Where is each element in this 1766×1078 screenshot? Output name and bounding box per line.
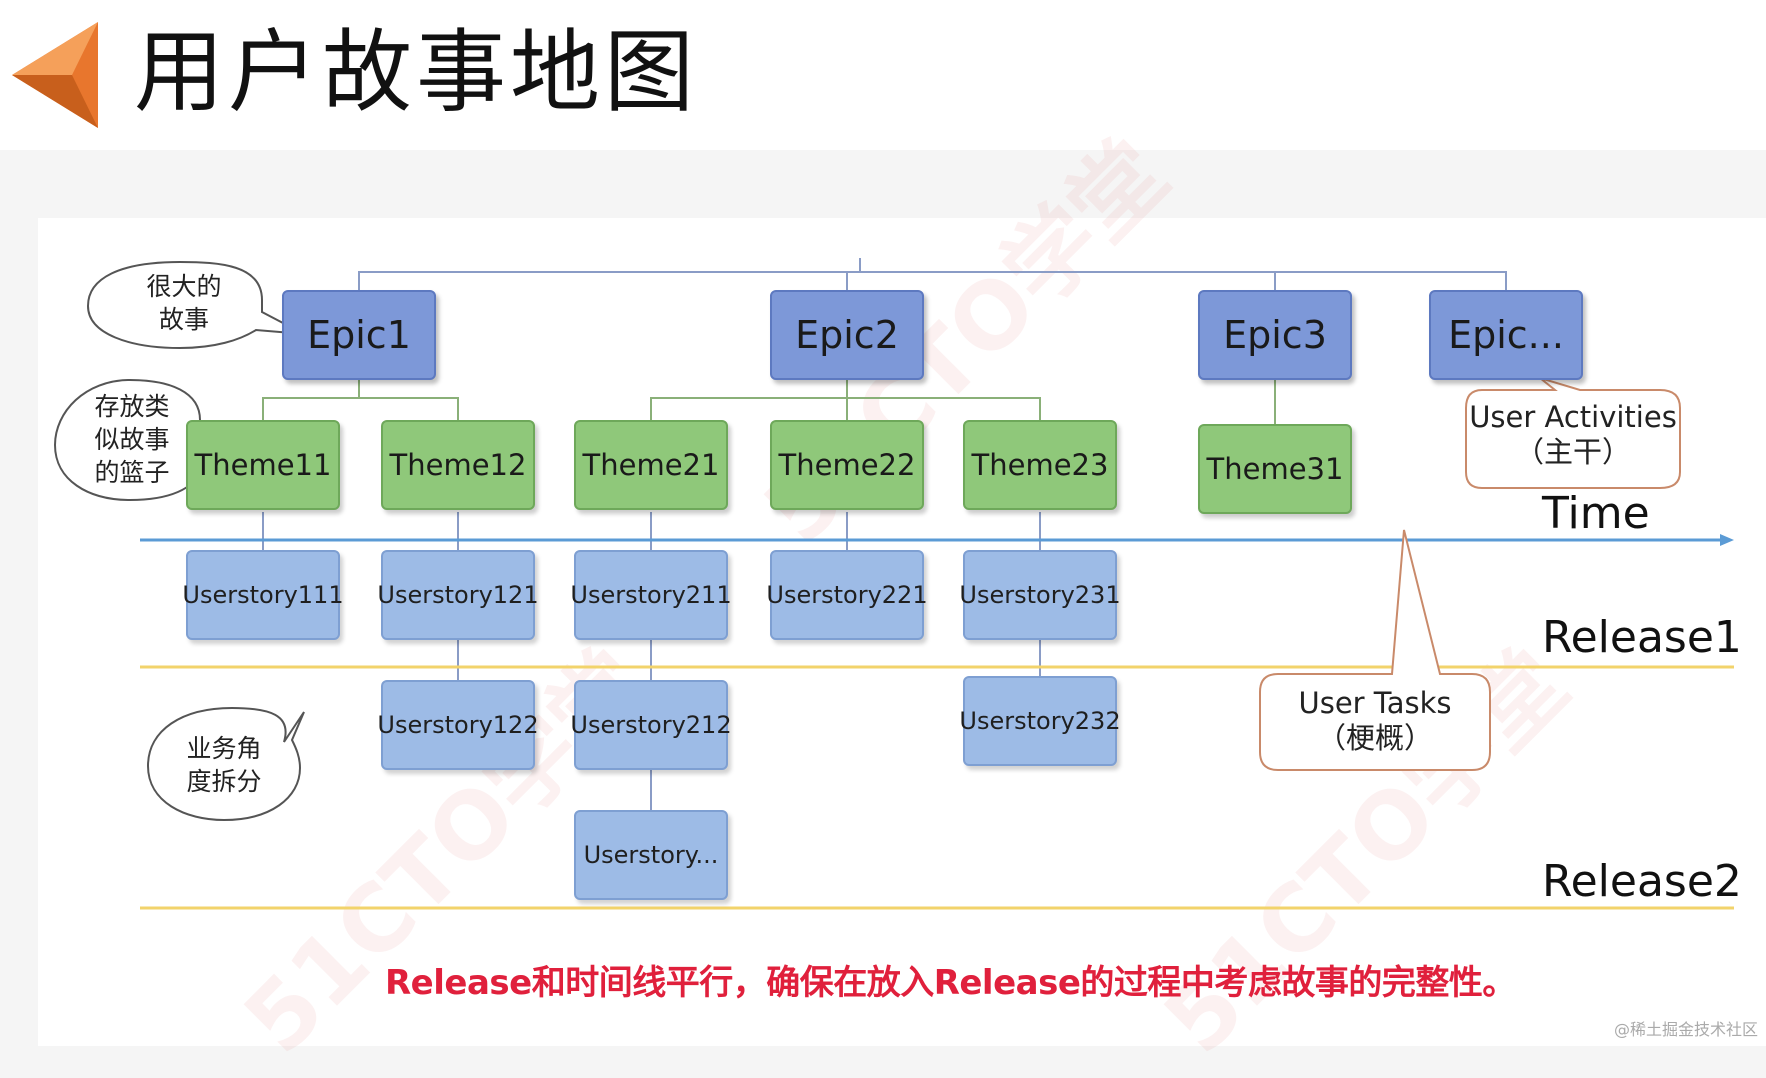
activities-line: User Activities bbox=[1469, 400, 1677, 434]
story-note: 业务角 度拆分 bbox=[176, 732, 272, 798]
diagram-lines bbox=[53, 258, 1734, 910]
footnote: Release和时间线平行，确保在放入Release的过程中考虑故事的完整性。 bbox=[385, 963, 1516, 1003]
theme-box: Theme11 bbox=[186, 420, 340, 510]
title-arrow-icon bbox=[12, 22, 98, 128]
time-label: Time bbox=[1542, 488, 1650, 539]
theme-note-line: 似故事 bbox=[94, 425, 170, 454]
epic-box: Epic3 bbox=[1198, 290, 1352, 380]
story-box: Userstory111 bbox=[182, 550, 344, 640]
slide-header bbox=[0, 0, 1766, 150]
story-note-line: 度拆分 bbox=[186, 767, 262, 796]
theme-box: Theme21 bbox=[574, 420, 728, 510]
theme-box: Theme23 bbox=[963, 420, 1117, 510]
story-box: Userstory121 bbox=[377, 550, 539, 640]
theme-note-line: 的篮子 bbox=[94, 458, 170, 487]
story-box: Userstory221 bbox=[766, 550, 928, 640]
epic-box: Epic1 bbox=[282, 290, 436, 380]
theme-box: Theme22 bbox=[770, 420, 924, 510]
story-box: Userstory231 bbox=[959, 550, 1121, 640]
theme-box: Theme12 bbox=[381, 420, 535, 510]
story-box: Userstory232 bbox=[959, 676, 1121, 766]
activities-callout: User Activities （主干） bbox=[1466, 400, 1680, 470]
story-box: Userstory122 bbox=[377, 680, 539, 770]
story-box: Userstory... bbox=[574, 810, 728, 900]
story-box: Userstory212 bbox=[570, 680, 732, 770]
tasks-line: User Tasks bbox=[1298, 686, 1452, 720]
story-box: Userstory211 bbox=[570, 550, 732, 640]
tasks-callout: User Tasks （梗概） bbox=[1260, 686, 1490, 756]
theme-note-line: 存放类 bbox=[94, 392, 170, 421]
epic-note-line: 很大的 bbox=[146, 272, 222, 301]
release2-label: Release2 bbox=[1542, 856, 1742, 907]
epic-note: 很大的 故事 bbox=[136, 270, 232, 336]
credit: @稀土掘金技术社区 bbox=[1613, 1020, 1758, 1039]
epic-box: Epic... bbox=[1429, 290, 1583, 380]
story-note-line: 业务角 bbox=[186, 734, 262, 763]
release1-label: Release1 bbox=[1542, 612, 1742, 663]
activities-line: （主干） bbox=[1514, 435, 1631, 469]
theme-box: Theme31 bbox=[1198, 424, 1352, 514]
page-title: 用户故事地图 bbox=[134, 20, 698, 125]
tasks-line: （梗概） bbox=[1316, 721, 1433, 755]
epic-note-line: 故事 bbox=[158, 305, 209, 334]
theme-note: 存放类 似故事 的篮子 bbox=[84, 390, 180, 489]
epic-box: Epic2 bbox=[770, 290, 924, 380]
